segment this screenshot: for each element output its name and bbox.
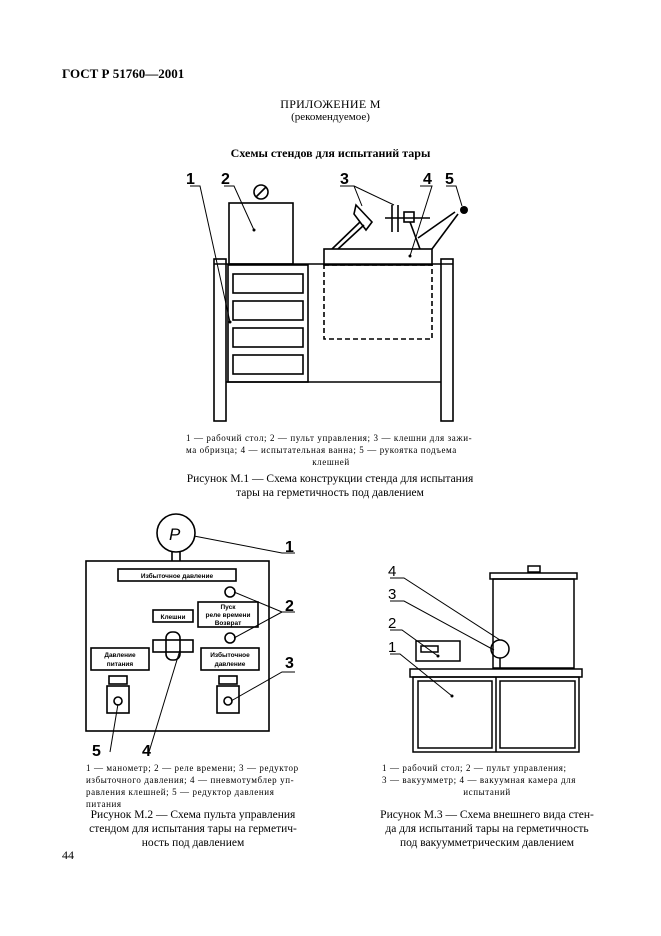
fig3-caption-line: Рисунок М.3 — Схема внешнего вида стен- xyxy=(380,809,594,821)
vacuum-chamber xyxy=(492,578,575,669)
label-timer-return: Возврат xyxy=(215,620,242,627)
drawer xyxy=(232,300,304,321)
fig1-callout-3: 3 xyxy=(340,171,349,188)
fig2-callout-5: 5 xyxy=(92,743,101,760)
label-supply: питания xyxy=(107,661,134,668)
fig3-caption-line: под вакуумметрическим давлением xyxy=(399,837,575,849)
fig3-caption-line: да для испытаний тары на герметичность xyxy=(385,823,589,835)
fig2-caption: Рисунок М.2 — Схема пульта управления ст… xyxy=(86,808,300,850)
label-timer: реле времени xyxy=(206,612,251,619)
page-number: 44 xyxy=(62,848,74,862)
label-excess-pressure: Избыточное xyxy=(210,651,250,659)
control-console xyxy=(228,202,294,265)
drawer-cabinet xyxy=(227,264,309,383)
fig1-legend-line: ма обризца; 4 — испытательная ванна; 5 —… xyxy=(186,445,457,455)
fig2-callout-2: 2 xyxy=(285,598,294,615)
fig1-caption-line: тары на герметичность под давлением xyxy=(236,487,424,499)
fig1-legend-line: клешней xyxy=(312,457,350,467)
fig3-legend: 1 — рабочий стол; 2 — пульт управления; … xyxy=(382,762,592,798)
fig1-caption: Рисунок М.1 — Схема конструкции стенда д… xyxy=(150,472,510,500)
fig1-callout-1: 1 xyxy=(186,171,195,188)
fig1-legend: 1 — рабочий стол; 2 — пульт управления; … xyxy=(186,432,476,468)
appendix-subtitle: (рекомендуемое) xyxy=(291,111,370,123)
section-title: Схемы стендов для испытаний тары xyxy=(230,146,431,160)
table-leg-right xyxy=(440,258,454,422)
fig2-callout-4: 4 xyxy=(142,743,151,760)
fig1-callout-4: 4 xyxy=(423,171,432,188)
fig2-callout-3: 3 xyxy=(285,655,294,672)
table-leg-left xyxy=(213,258,227,422)
fig3-callout-1: 1 xyxy=(388,639,396,656)
fig2-caption-line: Рисунок М.2 — Схема пульта управления xyxy=(90,809,296,821)
fig2-legend-line: избыточного давления; 4 — пневмотумблер … xyxy=(86,775,295,785)
fig2-legend-line: равления клешней; 5 — редуктор давления … xyxy=(86,787,275,809)
fig2-caption-line: ность под давлением xyxy=(141,837,245,849)
control-console-3 xyxy=(415,640,461,662)
fig3-callout-3: 3 xyxy=(388,586,396,603)
label-supply-pressure: Давление xyxy=(104,652,136,659)
test-bath xyxy=(323,264,433,340)
drawer xyxy=(232,354,304,375)
fig3-legend-line: 3 — вакуумметр; 4 — вакуумная камера для xyxy=(382,775,576,785)
fig1-legend-line: 1 — рабочий стол; 2 — пульт управления; … xyxy=(186,433,473,443)
fig3-caption: Рисунок М.3 — Схема внешнего вида стен- … xyxy=(380,808,594,850)
label-overpressure-panel: Избыточное давление xyxy=(141,572,214,580)
fig3-callout-2: 2 xyxy=(388,615,396,632)
control-panel xyxy=(85,560,270,732)
standard-header: ГОСТ Р 51760—2001 xyxy=(62,66,185,81)
drawer xyxy=(232,273,304,294)
gauge-label: P xyxy=(169,525,181,544)
fig3-callout-4: 4 xyxy=(388,563,396,580)
fig2-caption-line: стендом для испытания тары на герметич- xyxy=(89,823,297,835)
fig1-callout-5: 5 xyxy=(445,171,454,188)
appendix-title: ПРИЛОЖЕНИЕ М xyxy=(280,97,381,111)
fig2-callout-1: 1 xyxy=(285,539,294,556)
fig3-legend-line: 1 — рабочий стол; 2 — пульт управления; xyxy=(382,763,567,773)
label-kleshni: Клешни xyxy=(161,614,186,621)
fig1-caption-line: Рисунок М.1 — Схема конструкции стенда д… xyxy=(186,473,474,485)
label-excess: давление xyxy=(215,661,246,668)
pressure-gauge xyxy=(156,513,196,553)
fig1-callout-2: 2 xyxy=(221,171,230,188)
fig2-legend: 1 — манометр; 2 — реле времени; 3 — реду… xyxy=(86,762,308,810)
drawer xyxy=(232,327,304,348)
label-timer-start: Пуск xyxy=(221,604,237,611)
fig2-legend-line: 1 — манометр; 2 — реле времени; 3 — реду… xyxy=(86,763,299,773)
fig3-legend-line: испытаний xyxy=(463,787,511,797)
